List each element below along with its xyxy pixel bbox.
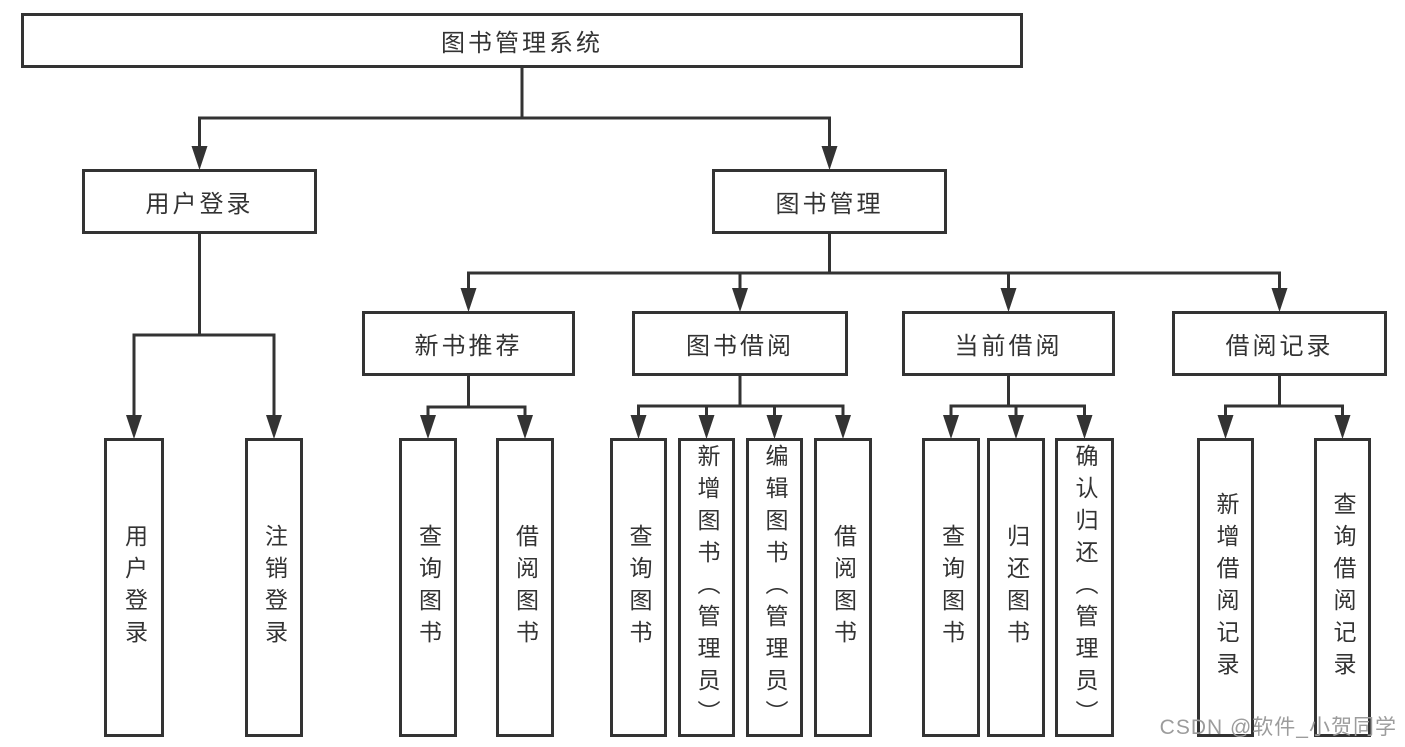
- leaf-edit-books-admin-label: 编辑图书（管理员）: [762, 443, 788, 732]
- arrow-leaf-borrow-books-1: [517, 415, 533, 439]
- arrow-leaf-query-books-2: [630, 415, 647, 439]
- leaf-borrow-books-1-label: 借阅图书: [512, 523, 539, 652]
- node-root: 图书管理系统: [21, 13, 1023, 68]
- arrow-leaf-query-books-3: [943, 415, 959, 439]
- node-book-borrowing-label: 图书借阅: [686, 333, 794, 360]
- arrow-leaf-query-books-1: [420, 415, 436, 439]
- arrow-leaf-add-borrow-record: [1217, 415, 1234, 439]
- node-root-label: 图书管理系统: [441, 30, 603, 57]
- csdn-watermark: CSDN @软件_小贺同学: [1159, 716, 1397, 739]
- leaf-user-login-label: 用户登录: [121, 523, 148, 652]
- arrow-new-book-recommend: [460, 288, 477, 312]
- leaf-user-login: 用户登录: [104, 438, 164, 737]
- leaf-confirm-return-admin: 确认归还（管理员）: [1055, 438, 1114, 737]
- connector-borrowing-records: [1224, 374, 1344, 422]
- node-current-borrowing: 当前借阅: [902, 311, 1115, 376]
- leaf-return-books-label: 归还图书: [1003, 523, 1030, 652]
- node-user-login-label: 用户登录: [145, 191, 254, 218]
- arrow-leaf-borrow-books-2: [835, 415, 851, 439]
- leaf-query-books-2-label: 查询图书: [626, 523, 652, 652]
- leaf-query-books-1-label: 查询图书: [415, 523, 442, 652]
- arrow-book-management: [821, 146, 838, 170]
- node-new-book-recommend-label: 新书推荐: [414, 333, 523, 360]
- leaf-borrow-books-2: 借阅图书: [814, 438, 872, 737]
- connector-book-management: [467, 232, 1281, 294]
- arrow-borrowing-records: [1271, 288, 1288, 312]
- leaf-add-borrow-record-label: 新增借阅记录: [1213, 491, 1239, 684]
- node-user-login: 用户登录: [82, 169, 317, 234]
- node-new-book-recommend: 新书推荐: [362, 311, 575, 376]
- arrow-leaf-confirm-return: [1076, 415, 1093, 439]
- leaf-edit-books-admin: 编辑图书（管理员）: [746, 438, 803, 737]
- leaf-add-borrow-record: 新增借阅记录: [1197, 438, 1254, 737]
- connector-book-borrowing: [637, 374, 845, 422]
- arrow-leaf-edit-books: [766, 415, 783, 439]
- connector-root-to-level2: [198, 66, 831, 152]
- node-borrowing-records-label: 借阅记录: [1225, 333, 1334, 360]
- leaf-logout-label: 注销登录: [261, 523, 288, 652]
- leaf-add-books-admin: 新增图书（管理员）: [678, 438, 735, 737]
- leaf-add-books-admin-label: 新增图书（管理员）: [694, 443, 720, 732]
- arrow-leaf-return-books: [1008, 415, 1024, 439]
- node-book-borrowing: 图书借阅: [632, 311, 848, 376]
- arrow-leaf-query-borrow-record: [1334, 415, 1351, 439]
- leaf-confirm-return-admin-label: 确认归还（管理员）: [1072, 443, 1098, 732]
- node-book-management: 图书管理: [712, 169, 947, 234]
- leaf-logout: 注销登录: [245, 438, 303, 737]
- node-current-borrowing-label: 当前借阅: [954, 333, 1063, 360]
- leaf-query-borrow-record-label: 查询借阅记录: [1330, 491, 1356, 684]
- leaf-query-books-2: 查询图书: [610, 438, 667, 737]
- node-borrowing-records: 借阅记录: [1172, 311, 1387, 376]
- arrow-book-borrowing: [732, 288, 748, 312]
- connector-current-borrowing: [949, 374, 1086, 422]
- leaf-query-books-1: 查询图书: [399, 438, 457, 737]
- leaf-return-books: 归还图书: [987, 438, 1045, 737]
- node-book-management-label: 图书管理: [775, 191, 884, 218]
- leaf-query-books-3: 查询图书: [922, 438, 980, 737]
- arrow-leaf-add-books: [698, 415, 715, 439]
- arrowheads: [126, 146, 1351, 439]
- leaf-borrow-books-1: 借阅图书: [496, 438, 554, 737]
- leaf-borrow-books-2-label: 借阅图书: [830, 523, 857, 652]
- leaf-query-borrow-record: 查询借阅记录: [1314, 438, 1371, 737]
- connector-new-book-recommend: [426, 374, 527, 422]
- arrow-leaf-user-login: [126, 415, 142, 439]
- arrow-current-borrowing: [1000, 288, 1017, 312]
- arrow-leaf-logout: [266, 415, 282, 439]
- connector-user-login: [132, 232, 276, 422]
- leaf-query-books-3-label: 查询图书: [938, 523, 965, 652]
- arrow-user-login: [191, 146, 208, 170]
